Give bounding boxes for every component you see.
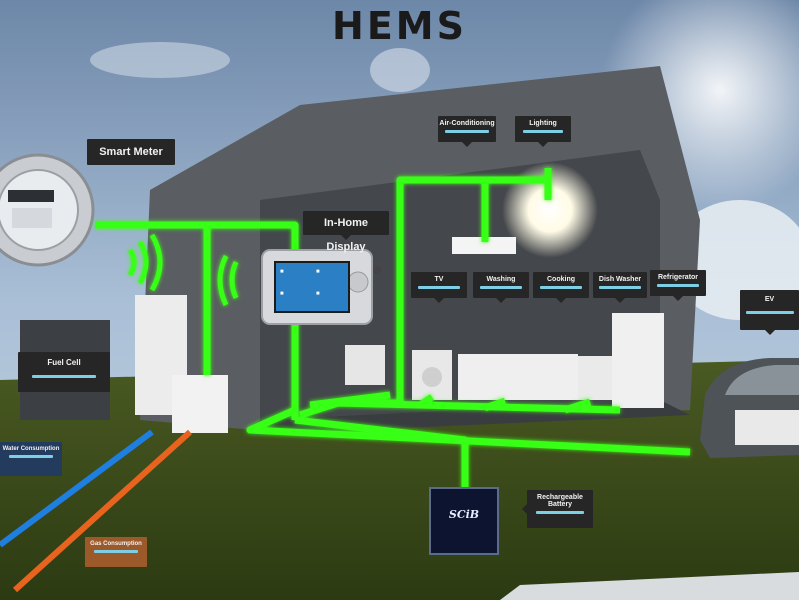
ev-text: EV: [765, 296, 774, 303]
air-conditioning-label: Air-Conditioning: [438, 116, 496, 142]
screen-cell: ■: [280, 269, 284, 275]
dish-washer-label: Dish Washer: [593, 272, 647, 298]
screen-cell: ■: [316, 269, 320, 275]
in-home-display-screen: ■ ■ ■ ■: [274, 261, 350, 313]
cooking-bar: [540, 286, 582, 289]
gas-consumption-text: Gas Consumption: [90, 541, 142, 547]
refrigerator-text: Refrigerator: [658, 274, 698, 281]
air-conditioning-bar: [445, 130, 489, 133]
dish-washer-text: Dish Washer: [599, 276, 641, 283]
screen-cell: ■: [280, 291, 284, 297]
ev-bar: [746, 311, 794, 314]
screen-cell: ■: [316, 291, 320, 297]
cloud: [370, 48, 430, 92]
page-title: HEMS: [0, 4, 799, 48]
kitchen-counter: [458, 354, 578, 400]
gas-consumption-label: Gas Consumption: [85, 537, 147, 567]
refrigerator-bar: [657, 284, 699, 287]
display-dial: [348, 272, 368, 292]
fuel-cell-bar: [32, 375, 96, 378]
washing-label: Washing: [473, 272, 529, 298]
fuel-cell-tank: [172, 375, 228, 433]
air-conditioning-text: Air-Conditioning: [439, 120, 494, 127]
cooking-label: Cooking: [533, 272, 589, 298]
water-consumption-bar: [9, 455, 53, 458]
washing-door: [422, 367, 442, 387]
washing-bar: [480, 286, 522, 289]
battery-brand-logo: SCiB: [440, 508, 488, 521]
tv-label: TV: [411, 272, 467, 298]
in-home-display-text: In-Home Display: [324, 217, 368, 253]
ev-label: EV: [740, 290, 799, 330]
rechargeable-battery-label: Rechargeable Battery: [527, 490, 593, 528]
tv-text: TV: [435, 276, 444, 283]
refrigerator-unit: [612, 313, 664, 408]
meter-icon: [0, 155, 93, 265]
gas-consumption-bar: [94, 550, 138, 553]
tv-unit: [345, 345, 385, 385]
fuel-cell-text: Fuel Cell: [47, 358, 80, 367]
rechargeable-battery-unit: [430, 488, 498, 554]
dish-washer-unit: [578, 356, 612, 400]
dish-washer-bar: [599, 286, 641, 289]
in-home-display-label: In-Home Display: [303, 211, 389, 235]
fuel-cell-label: Fuel Cell: [18, 352, 110, 392]
lighting-bar: [523, 130, 563, 133]
cooking-text: Cooking: [547, 276, 575, 283]
display-sensor: [373, 266, 381, 274]
water-consumption-text: Water Consumption: [3, 446, 60, 452]
refrigerator-label: Refrigerator: [650, 270, 706, 296]
washing-text: Washing: [487, 276, 516, 283]
rechargeable-battery-text: Rechargeable Battery: [537, 494, 583, 508]
smart-meter-text: Smart Meter: [99, 146, 163, 158]
water-consumption-label: Water Consumption: [0, 442, 62, 476]
lighting-label: Lighting: [515, 116, 571, 142]
tv-bar: [418, 286, 460, 289]
rechargeable-battery-bar: [536, 511, 584, 514]
smart-meter-label: Smart Meter: [87, 139, 175, 165]
lighting-text: Lighting: [529, 120, 557, 127]
